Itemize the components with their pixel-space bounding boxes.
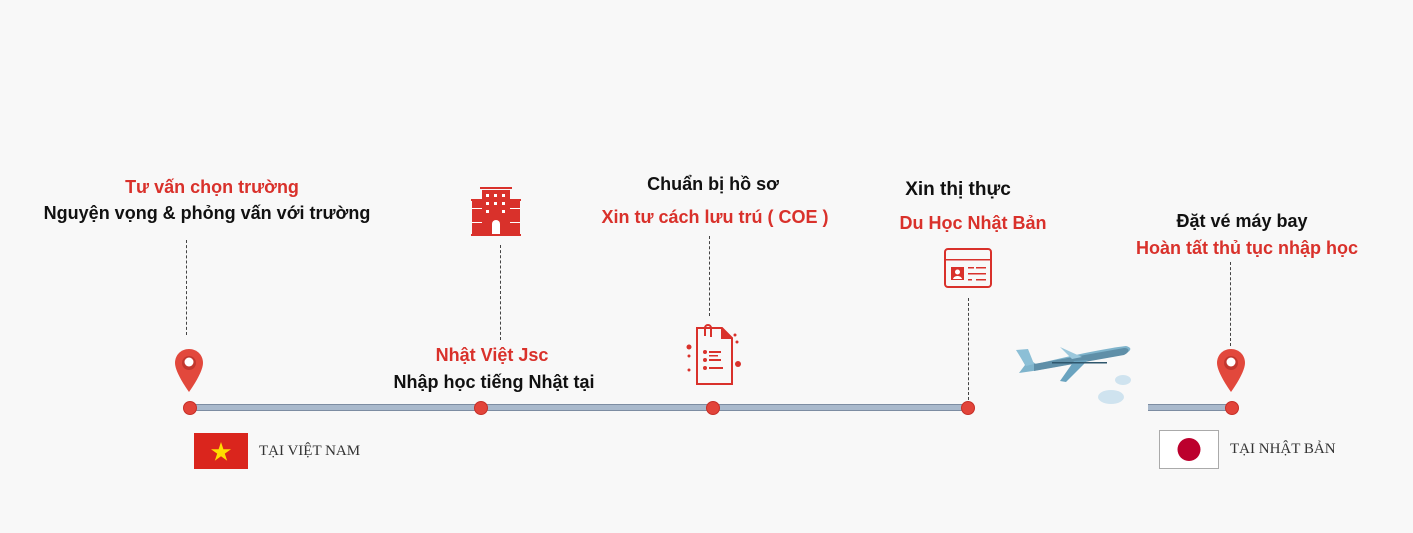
step-5-subtitle: Hoàn tất thủ tục nhập học <box>1136 238 1358 258</box>
building-icon <box>471 187 521 236</box>
step-1-title: Tư vấn chọn trường <box>125 177 299 197</box>
step-2-title: Nhật Việt Jsc <box>435 345 549 365</box>
id-card-icon <box>944 248 992 288</box>
timeline-dot-2 <box>474 401 488 415</box>
step-2-subtitle: Nhập học tiếng Nhật tại <box>393 372 595 392</box>
airplane-icon <box>1016 346 1131 404</box>
japan-flag-icon <box>1159 430 1219 469</box>
location-vietnam-label: TẠI VIỆT NAM <box>259 443 361 459</box>
connector-line-1 <box>186 240 187 335</box>
timeline-dot-5 <box>1225 401 1239 415</box>
map-pin-icon <box>1217 349 1245 392</box>
step-1-subtitle: Nguyện vọng & phỏng vấn với trường <box>43 203 371 223</box>
step-4-title: Xin thị thực <box>905 179 1011 200</box>
connector-line-2 <box>500 245 501 340</box>
timeline-track <box>190 404 968 411</box>
step-4-subtitle: Du Học Nhật Bản <box>899 213 1047 233</box>
location-japan-label: TẠI NHẬT BẢN <box>1230 441 1336 457</box>
step-5-title: Đặt vé máy bay <box>1176 211 1308 231</box>
step-3-title: Chuẩn bị hồ sơ <box>647 174 779 194</box>
connector-line-3 <box>709 236 710 316</box>
connector-line-4 <box>968 298 969 400</box>
timeline-track-end <box>1148 404 1232 411</box>
map-pin-icon <box>175 349 203 392</box>
step-3-subtitle: Xin tư cách lưu trú ( COE ) <box>601 207 829 227</box>
timeline-dot-3 <box>706 401 720 415</box>
vietnam-flag-icon <box>194 433 248 469</box>
timeline-dot-1 <box>183 401 197 415</box>
timeline-dot-4 <box>961 401 975 415</box>
document-icon <box>686 324 741 385</box>
connector-line-5 <box>1230 262 1231 346</box>
